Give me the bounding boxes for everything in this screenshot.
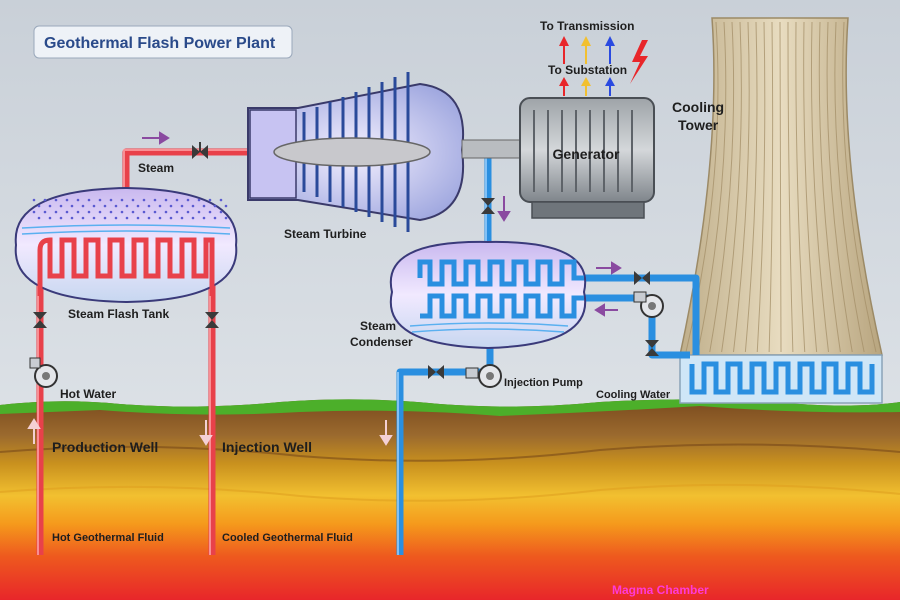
flow-arrow-left-icon bbox=[594, 303, 618, 317]
injection-pump bbox=[465, 364, 502, 388]
production-well-label: Production Well bbox=[52, 439, 158, 455]
steam-turbine-label: Steam Turbine bbox=[284, 227, 367, 241]
hot-water-pump bbox=[29, 357, 58, 388]
cooled-geothermal-fluid-label: Cooled Geothermal Fluid bbox=[222, 532, 353, 544]
cooling-tower-label-line2: Tower bbox=[678, 117, 719, 133]
turbine-shaft bbox=[273, 137, 431, 167]
generator: Generator bbox=[519, 97, 655, 219]
magma-chamber-label: Magma Chamber bbox=[612, 583, 709, 597]
valve-icon bbox=[645, 340, 659, 356]
valve-icon bbox=[205, 312, 219, 328]
injection-well-label: Injection Well bbox=[222, 439, 312, 455]
well-flow-arrows bbox=[27, 418, 393, 446]
flow-arrow-up-icon bbox=[27, 418, 41, 444]
hot-water-label: Hot Water bbox=[60, 387, 117, 401]
condenser-coil-top bbox=[417, 259, 584, 287]
to-substation-label: To Substation bbox=[548, 63, 627, 77]
valves bbox=[33, 142, 659, 379]
hot-geothermal-fluid-label: Hot Geothermal Fluid bbox=[52, 532, 164, 544]
flow-arrow-right-icon bbox=[596, 261, 622, 275]
valve-icon bbox=[192, 142, 208, 159]
lightning-bolt-icon bbox=[630, 40, 648, 84]
flow-arrow-down-icon bbox=[497, 196, 511, 222]
cooling-water-pump bbox=[633, 291, 664, 318]
steam-flash-tank bbox=[14, 186, 238, 304]
cooling-water-label: Cooling Water bbox=[596, 389, 671, 401]
strata-line bbox=[0, 483, 900, 502]
flow-arrow-down-icon bbox=[199, 420, 213, 446]
steam-flash-tank-label: Steam Flash Tank bbox=[68, 307, 169, 321]
valve-icon bbox=[481, 198, 495, 214]
steam-condenser bbox=[389, 240, 587, 350]
cooling-tower bbox=[679, 17, 883, 404]
tank-heat-coil bbox=[37, 237, 215, 296]
cooling-coil bbox=[689, 361, 875, 395]
valve-icon bbox=[33, 312, 47, 328]
generator-label: Generator bbox=[553, 146, 620, 162]
grass-strip bbox=[0, 399, 900, 416]
injection-pump-label: Injection Pump bbox=[504, 377, 583, 389]
steam-condenser-label-line2: Condenser bbox=[350, 335, 413, 349]
page-title: Geothermal Flash Power Plant bbox=[44, 35, 276, 52]
power-output-arrows bbox=[559, 36, 648, 96]
to-transmission-label: To Transmission bbox=[540, 19, 634, 33]
steam-label: Steam bbox=[138, 161, 174, 175]
valve-icon bbox=[428, 365, 444, 379]
flow-arrow-right-icon bbox=[142, 131, 170, 145]
condenser-coil-bottom bbox=[420, 293, 584, 319]
flow-arrow-down-icon bbox=[379, 420, 393, 446]
title-box bbox=[33, 25, 293, 59]
steam-condenser-label-line1: Steam bbox=[360, 319, 396, 333]
flow-arrows bbox=[142, 131, 622, 317]
strata-line bbox=[0, 443, 900, 462]
generator-shaft bbox=[461, 139, 523, 159]
cooling-tower-label-line1: Cooling bbox=[672, 99, 724, 115]
valve-icon bbox=[634, 271, 650, 285]
